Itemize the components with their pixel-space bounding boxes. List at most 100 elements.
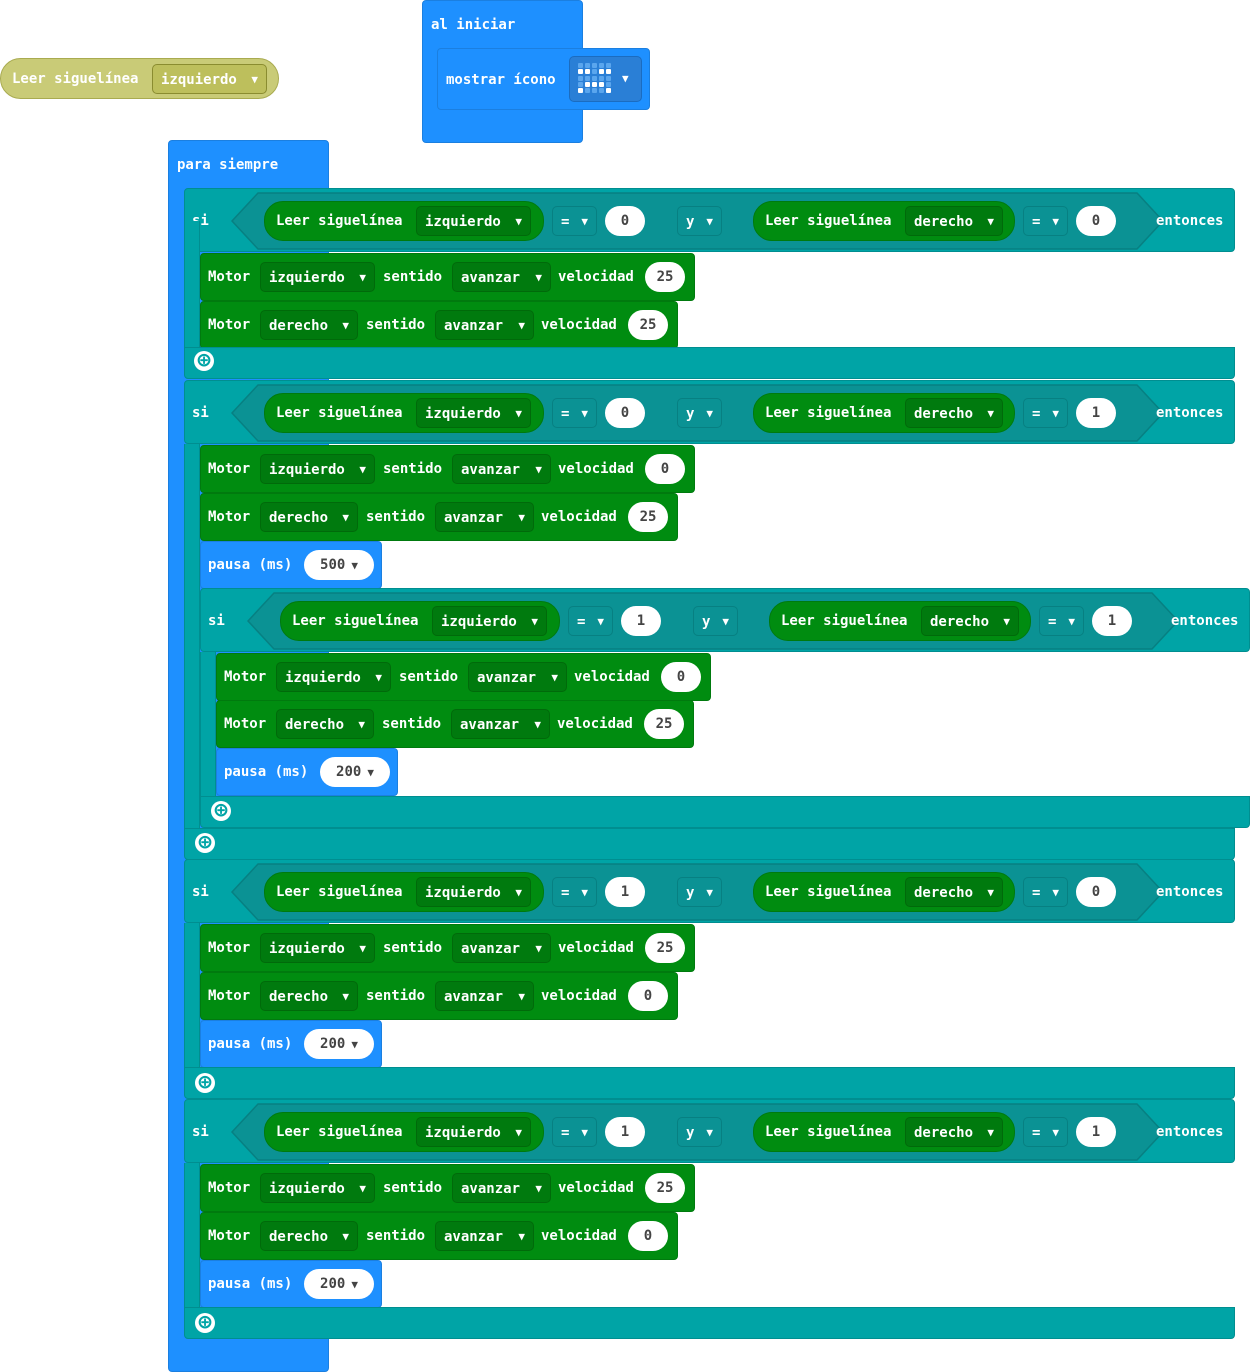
- speed-input[interactable]: 25: [645, 1173, 685, 1203]
- direction-dropdown[interactable]: avanzar▼: [435, 1221, 534, 1251]
- operator-dropdown[interactable]: =▼: [1023, 877, 1068, 907]
- add-else-icon[interactable]: ⊕: [195, 832, 215, 854]
- compare-value-input[interactable]: 1: [1092, 606, 1132, 636]
- direction-dropdown[interactable]: avanzar▼: [468, 662, 567, 692]
- side-dropdown[interactable]: derecho▼: [905, 206, 1003, 236]
- and-dropdown[interactable]: y▼: [677, 398, 722, 428]
- motor-dropdown[interactable]: izquierdo▼: [260, 1173, 375, 1203]
- operator-dropdown-value: =: [1032, 406, 1041, 422]
- motor-block[interactable]: [200, 253, 695, 301]
- if-block-footer[interactable]: [184, 828, 1235, 860]
- add-else-icon[interactable]: ⊕: [194, 350, 214, 372]
- compare-value-input[interactable]: 0: [1076, 877, 1116, 907]
- speed-label: velocidad: [541, 509, 617, 525]
- speed-input[interactable]: 25: [645, 262, 685, 292]
- side-dropdown[interactable]: derecho▼: [921, 606, 1019, 636]
- compare-value-input[interactable]: 1: [605, 1117, 645, 1147]
- if-block-footer[interactable]: [184, 1067, 1235, 1099]
- side-dropdown[interactable]: derecho▼: [905, 877, 1003, 907]
- direction-dropdown[interactable]: avanzar▼: [452, 262, 551, 292]
- and-dropdown[interactable]: y▼: [693, 606, 738, 636]
- pause-dropdown[interactable]: 200▼: [320, 757, 390, 787]
- compare-value-input[interactable]: 1: [1076, 1117, 1116, 1147]
- led-grid: [578, 63, 614, 95]
- operator-dropdown[interactable]: =▼: [552, 1117, 597, 1147]
- compare-value-input[interactable]: 1: [1076, 398, 1116, 428]
- side-dropdown[interactable]: izquierdo▼: [152, 64, 267, 94]
- and-dropdown[interactable]: y▼: [677, 1117, 722, 1147]
- operator-dropdown[interactable]: =▼: [568, 606, 613, 636]
- led-pixel: [585, 63, 590, 68]
- speed-input[interactable]: 0: [628, 1221, 668, 1251]
- motor-dropdown[interactable]: derecho▼: [260, 502, 358, 532]
- speed-input[interactable]: 0: [645, 454, 685, 484]
- speed-input[interactable]: 25: [644, 709, 684, 739]
- chevron-down-icon: ▼: [1052, 886, 1059, 899]
- compare-value-input[interactable]: 1: [605, 877, 645, 907]
- add-else-icon[interactable]: ⊕: [195, 1072, 215, 1094]
- operator-dropdown[interactable]: =▼: [1023, 1117, 1068, 1147]
- direction-dropdown[interactable]: avanzar▼: [435, 310, 534, 340]
- operator-dropdown[interactable]: =▼: [1023, 206, 1068, 236]
- and-dropdown[interactable]: y▼: [677, 877, 722, 907]
- chevron-down-icon: ▼: [706, 407, 713, 420]
- if-block-footer[interactable]: [184, 1307, 1235, 1339]
- motor-dropdown[interactable]: izquierdo▼: [276, 662, 391, 692]
- speed-label: velocidad: [557, 716, 633, 732]
- side-dropdown-value: izquierdo: [425, 1125, 501, 1141]
- if-block-footer[interactable]: [200, 796, 1250, 828]
- motor-dropdown[interactable]: derecho▼: [260, 310, 358, 340]
- motor-dropdown[interactable]: izquierdo▼: [260, 262, 375, 292]
- side-dropdown[interactable]: izquierdo▼: [416, 206, 531, 236]
- pause-dropdown[interactable]: 200▼: [304, 1029, 374, 1059]
- direction-dropdown[interactable]: avanzar▼: [452, 933, 551, 963]
- speed-input[interactable]: 0: [661, 662, 701, 692]
- pause-dropdown[interactable]: 200▼: [304, 1269, 374, 1299]
- motor-dropdown[interactable]: derecho▼: [276, 709, 374, 739]
- side-dropdown[interactable]: izquierdo▼: [416, 877, 531, 907]
- operator-dropdown[interactable]: =▼: [552, 398, 597, 428]
- speed-input[interactable]: 0: [628, 981, 668, 1011]
- direction-dropdown[interactable]: avanzar▼: [452, 454, 551, 484]
- side-dropdown[interactable]: izquierdo▼: [416, 398, 531, 428]
- motor-dropdown[interactable]: derecho▼: [260, 1221, 358, 1251]
- motor-dropdown[interactable]: izquierdo▼: [260, 454, 375, 484]
- side-dropdown[interactable]: izquierdo▼: [416, 1117, 531, 1147]
- and-dropdown[interactable]: y▼: [677, 206, 722, 236]
- side-dropdown[interactable]: derecho▼: [905, 1117, 1003, 1147]
- compare-value-input[interactable]: 0: [605, 398, 645, 428]
- speed-input-value: 25: [655, 716, 673, 732]
- compare-value-input[interactable]: 0: [1076, 206, 1116, 236]
- pause-dropdown[interactable]: 500▼: [304, 550, 374, 580]
- side-dropdown[interactable]: derecho▼: [905, 398, 1003, 428]
- chevron-down-icon: ▼: [518, 990, 525, 1003]
- add-else-icon[interactable]: ⊕: [211, 800, 231, 822]
- speed-input[interactable]: 25: [628, 310, 668, 340]
- operator-dropdown[interactable]: =▼: [1023, 398, 1068, 428]
- operator-dropdown[interactable]: =▼: [552, 206, 597, 236]
- add-else-icon[interactable]: ⊕: [195, 1312, 215, 1334]
- operator-dropdown[interactable]: =▼: [552, 877, 597, 907]
- motor-dropdown[interactable]: derecho▼: [260, 981, 358, 1011]
- led-pixel: [585, 81, 590, 87]
- compare-value-input[interactable]: 0: [605, 206, 645, 236]
- motor-dropdown-value: izquierdo: [269, 1181, 345, 1197]
- speed-input[interactable]: 25: [628, 502, 668, 532]
- direction-dropdown-value: avanzar: [444, 1229, 504, 1245]
- side-dropdown[interactable]: izquierdo▼: [432, 606, 547, 636]
- chevron-down-icon: ▼: [358, 718, 365, 731]
- speed-input-value: 0: [643, 988, 653, 1004]
- led-pixel: [599, 63, 604, 68]
- motor-dropdown-value: izquierdo: [269, 270, 345, 286]
- direction-dropdown[interactable]: avanzar▼: [435, 981, 534, 1011]
- speed-input[interactable]: 25: [645, 933, 685, 963]
- sad-face-led-icon[interactable]: ▼: [569, 56, 642, 102]
- compare-value-input[interactable]: 1: [621, 606, 661, 636]
- motor-dropdown[interactable]: izquierdo▼: [260, 933, 375, 963]
- if-block-footer[interactable]: [184, 347, 1235, 379]
- direction-dropdown[interactable]: avanzar▼: [452, 1173, 551, 1203]
- direction-dropdown[interactable]: avanzar▼: [451, 709, 550, 739]
- operator-dropdown[interactable]: =▼: [1039, 606, 1084, 636]
- direction-dropdown[interactable]: avanzar▼: [435, 502, 534, 532]
